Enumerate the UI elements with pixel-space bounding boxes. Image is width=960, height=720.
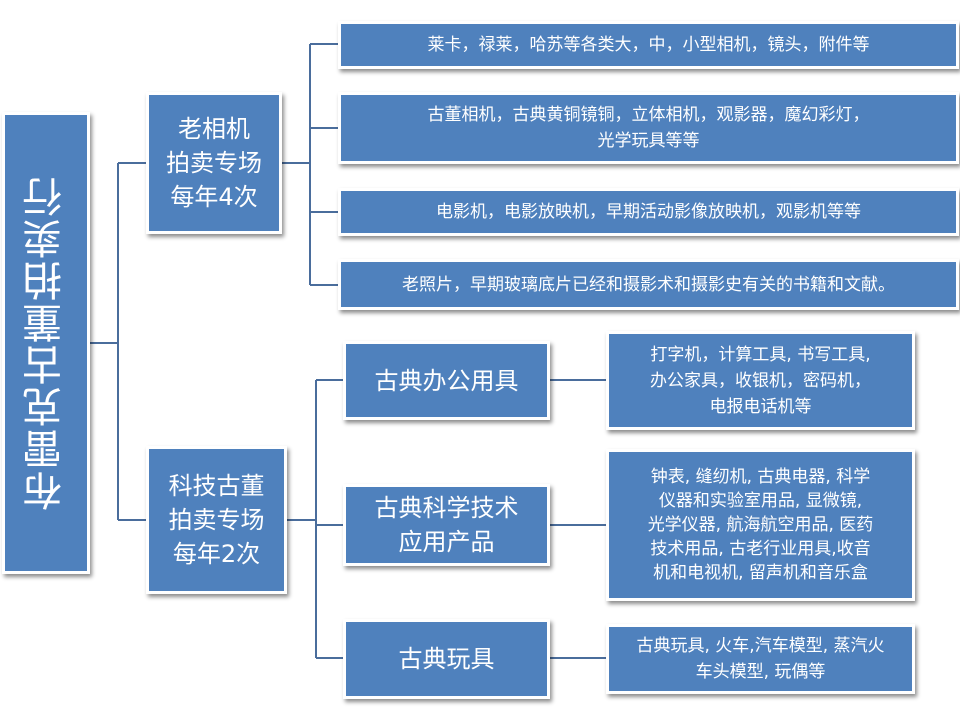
detail-box: 古典玩具, 火车,汽车模型, 蒸汽火 车头模型, 玩偶等 [606,624,915,694]
branch-tech-antiques: 科技古董 拍卖专场 每年2次 [146,446,287,594]
root-title: 布雷克古董拍卖行 [23,175,69,511]
category-title: 古典办公用具 [374,366,519,395]
detail-text: 古典玩具, 火车,汽车模型, 蒸汽火 车头模型, 玩偶等 [636,636,885,682]
branch-old-cameras: 老相机 拍卖专场 每年4次 [146,92,282,234]
item-box: 电影机，电影放映机，早期活动影像放映机，观影机等等 [338,188,959,236]
branch-title: 老相机 拍卖专场 每年4次 [166,115,262,211]
category-title: 古典科学技术 应用产品 [374,494,519,556]
category-office: 古典办公用具 [343,341,550,420]
item-text: 古董相机，古典黄铜镜铜，立体相机，观影器，魔幻彩灯， 光学玩具等等 [427,105,870,151]
root-node: 布雷克古董拍卖行 [2,112,90,574]
item-box: 古董相机，古典黄铜镜铜，立体相机，观影器，魔幻彩灯， 光学玩具等等 [338,92,959,164]
detail-box: 钟表, 缝纫机, 古典电器, 科学 仪器和实验室用品, 显微镜, 光学仪器, 航… [606,449,915,601]
category-toys: 古典玩具 [343,619,550,699]
connector-branch-2 [287,379,343,659]
connector-branch-1 [281,43,338,286]
category-title: 古典玩具 [398,645,495,673]
category-science: 古典科学技术 应用产品 [343,484,550,566]
item-box: 老照片，早期玻璃底片已经和摄影术和摄影史有关的书籍和文献。 [338,259,959,310]
detail-text: 打字机，计算工具, 书写工具, 办公家具，收银机，密码机， 电报电话机等 [650,344,871,417]
item-text: 莱卡，禄莱，哈苏等各类大，中，小型相机，镜头，附件等 [427,35,870,55]
detail-box: 打字机，计算工具, 书写工具, 办公家具，收银机，密码机， 电报电话机等 [606,331,915,430]
item-box: 莱卡，禄莱，哈苏等各类大，中，小型相机，镜头，附件等 [338,21,959,69]
item-text: 老照片，早期玻璃底片已经和摄影术和摄影史有关的书籍和文献。 [402,274,895,295]
detail-text: 钟表, 缝纫机, 古典电器, 科学 仪器和实验室用品, 显微镜, 光学仪器, 航… [647,467,874,583]
branch-title: 科技古董 拍卖专场 每年2次 [168,472,265,568]
item-text: 电影机，电影放映机，早期活动影像放映机，观影机等等 [436,202,861,222]
connector-root [90,162,146,521]
